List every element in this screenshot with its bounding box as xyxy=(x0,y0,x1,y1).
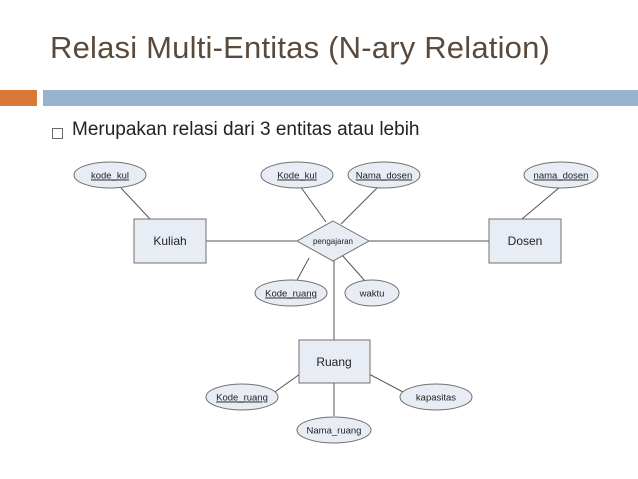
bullet-square-icon xyxy=(52,128,63,139)
line-pengajaran-waktu xyxy=(341,254,366,282)
attribute-kuliah-kode-kul-label: kode_kul xyxy=(91,171,129,182)
attribute-rel-kode-kul-label: Kode_kul xyxy=(277,171,317,182)
attribute-rel-waktu: waktu xyxy=(344,279,400,307)
attribute-ruang-nama-ruang: Nama_ruang xyxy=(296,416,372,444)
diagram-connectors xyxy=(120,185,561,416)
entity-ruang: Ruang xyxy=(298,339,371,384)
attribute-rel-kode-kul: Kode_kul xyxy=(260,161,334,189)
line-pengajaran-kodekul xyxy=(299,185,327,223)
attribute-ruang-nama-ruang-label: Nama_ruang xyxy=(307,426,362,437)
entity-kuliah-label: Kuliah xyxy=(153,234,186,248)
entity-dosen: Dosen xyxy=(488,218,562,264)
attribute-rel-kode-ruang-label: Kode_ruang xyxy=(265,289,317,300)
relationship-pengajaran: pengajaran xyxy=(295,220,371,262)
attribute-kuliah-kode-kul: kode_kul xyxy=(73,161,147,189)
accent-bar-orange xyxy=(0,90,37,106)
entity-dosen-label: Dosen xyxy=(508,234,543,248)
line-ruang-koderuang xyxy=(271,373,301,395)
line-pengajaran-koderuang xyxy=(295,257,310,283)
bullet-text: Merupakan relasi dari 3 entitas atau leb… xyxy=(72,119,420,140)
attribute-rel-nama-dosen: Nama_dosen xyxy=(347,161,421,189)
relationship-pengajaran-label: pengajaran xyxy=(313,237,353,246)
accent-bar-blue xyxy=(43,90,638,106)
attribute-ruang-kode-ruang: Kode_ruang xyxy=(205,383,279,411)
attribute-dosen-nama-dosen: nama_dosen xyxy=(523,161,599,189)
line-pengajaran-namadosen xyxy=(340,185,380,225)
line-ruang-kapasitas xyxy=(368,373,404,393)
attribute-dosen-nama-dosen-label: nama_dosen xyxy=(534,171,589,182)
entity-ruang-label: Ruang xyxy=(316,355,351,369)
attribute-rel-waktu-label: waktu xyxy=(359,289,385,300)
line-kuliah-kodekul xyxy=(120,187,151,220)
attribute-rel-kode-ruang: Kode_ruang xyxy=(254,279,328,307)
line-dosen-namadosen xyxy=(521,186,561,220)
attribute-ruang-kapasitas-label: kapasitas xyxy=(416,393,456,404)
slide-title: Relasi Multi-Entitas (N-ary Relation) xyxy=(50,30,551,65)
entity-kuliah: Kuliah xyxy=(133,218,207,264)
attribute-ruang-kode-ruang-label: Kode_ruang xyxy=(216,393,268,404)
attribute-rel-nama-dosen-label: Nama_dosen xyxy=(356,171,413,182)
attribute-ruang-kapasitas: kapasitas xyxy=(399,383,473,411)
